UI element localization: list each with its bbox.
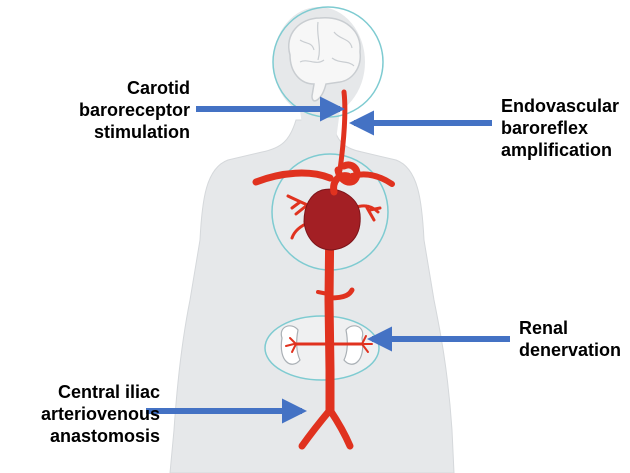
heart-shape <box>304 189 360 250</box>
label-renal-denervation: Renal denervation <box>519 317 621 361</box>
neck-shape <box>298 95 342 140</box>
label-carotid-baroreceptor-stimulation: Carotid baroreceptor stimulation <box>79 77 190 143</box>
abdominal-branch-left <box>318 292 328 294</box>
label-central-iliac-arteriovenous-anastomosis: Central iliac arteriovenous anastomosis <box>41 381 160 447</box>
label-endovascular-baroreflex-amplification: Endovascular baroreflex amplification <box>501 95 619 161</box>
